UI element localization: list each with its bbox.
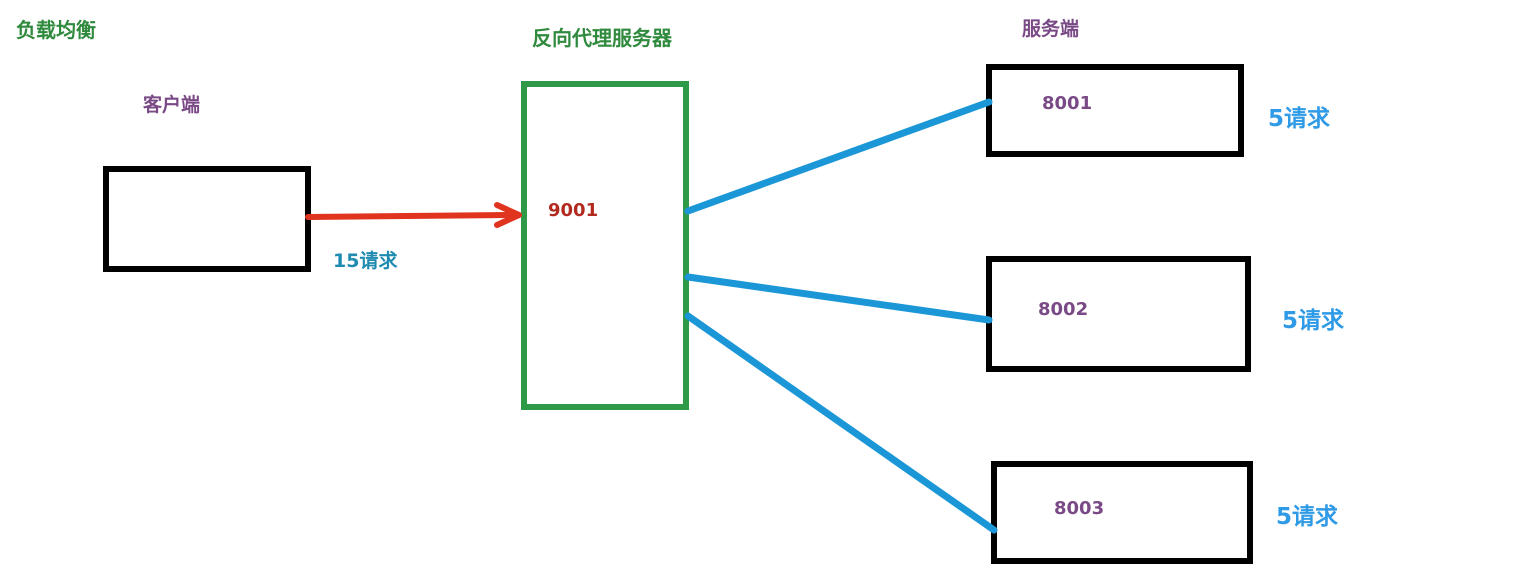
server-requests-8002: 5请求	[1282, 308, 1345, 334]
link-proxy-to-8001	[684, 98, 993, 215]
link-proxy-to-8003	[684, 312, 998, 534]
server-port-8003: 8003	[1054, 498, 1105, 519]
incoming-requests-label: 15请求	[333, 250, 398, 272]
arrowhead-icon	[494, 202, 522, 228]
client-label: 客户端	[143, 94, 201, 116]
client-to-proxy-arrow	[305, 212, 515, 220]
link-proxy-to-8002	[684, 273, 993, 324]
diagram-title: 负载均衡	[16, 18, 96, 42]
server-requests-8003: 5请求	[1276, 504, 1339, 530]
client-box	[103, 166, 311, 272]
proxy-server-box	[521, 81, 689, 410]
server-box-8001	[986, 64, 1244, 157]
proxy-label: 反向代理服务器	[532, 26, 672, 50]
server-box-8003	[991, 461, 1253, 564]
server-box-8002	[986, 256, 1251, 372]
server-label: 服务端	[1022, 18, 1080, 40]
server-port-8001: 8001	[1042, 93, 1093, 114]
proxy-port-label: 9001	[548, 200, 599, 221]
server-requests-8001: 5请求	[1268, 106, 1331, 132]
server-port-8002: 8002	[1038, 299, 1089, 320]
